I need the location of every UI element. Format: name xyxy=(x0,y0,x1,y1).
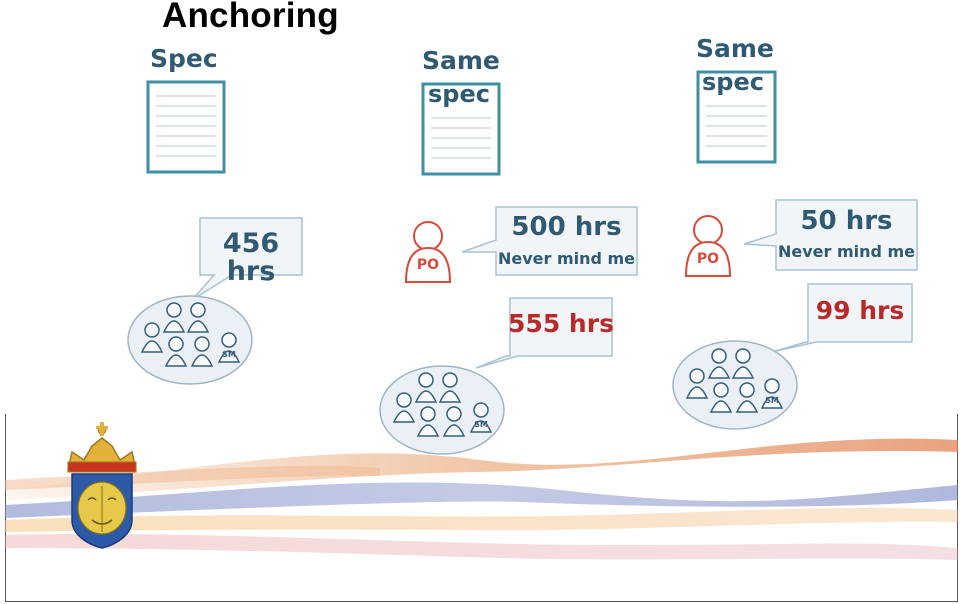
product-owner-icon-2 xyxy=(404,221,452,283)
po-note-2: Never mind me xyxy=(497,249,636,268)
team-estimate-2: 555 hrs xyxy=(508,309,614,338)
scrum-master-label-2: SM xyxy=(474,420,488,429)
po-note-3: Never mind me xyxy=(777,242,916,261)
team-estimate-1: 456 hrs xyxy=(222,228,280,288)
po-estimate-2: 500 hrs xyxy=(511,212,622,242)
spec-document-2 xyxy=(421,82,501,176)
slide-title: Anchoring xyxy=(162,0,339,35)
po-label-3: PO xyxy=(696,251,720,267)
coat-of-arms-icon xyxy=(67,422,137,549)
product-owner-icon-3 xyxy=(684,215,732,277)
spec-document-3 xyxy=(696,70,777,164)
spec-label-3-line1: Same xyxy=(696,34,774,63)
team-estimate-bubble-2 xyxy=(475,297,613,369)
po-label-2: PO xyxy=(416,257,440,273)
spec-label-2-line1: Same xyxy=(422,46,500,75)
team-estimate-3: 99 hrs xyxy=(815,296,905,325)
scrum-master-label-3: SM xyxy=(765,396,779,405)
team-group-2 xyxy=(379,365,505,455)
team-group-3 xyxy=(672,340,798,430)
spec-label-1: Spec xyxy=(150,44,218,73)
team-estimate-bubble-3 xyxy=(771,283,913,353)
team-estimate-bubble-1 xyxy=(191,217,303,301)
po-estimate-3: 50 hrs xyxy=(800,206,893,236)
spec-label-3-line2: spec xyxy=(702,68,764,96)
spec-label-2-line2: spec xyxy=(428,80,490,108)
decorative-ribbons xyxy=(5,438,958,560)
po-estimate-bubble-2 xyxy=(461,206,638,276)
team-group-1 xyxy=(127,295,253,385)
scrum-master-label-1: SM xyxy=(222,350,236,359)
spec-document-1 xyxy=(146,80,226,174)
po-estimate-bubble-3 xyxy=(743,199,918,271)
